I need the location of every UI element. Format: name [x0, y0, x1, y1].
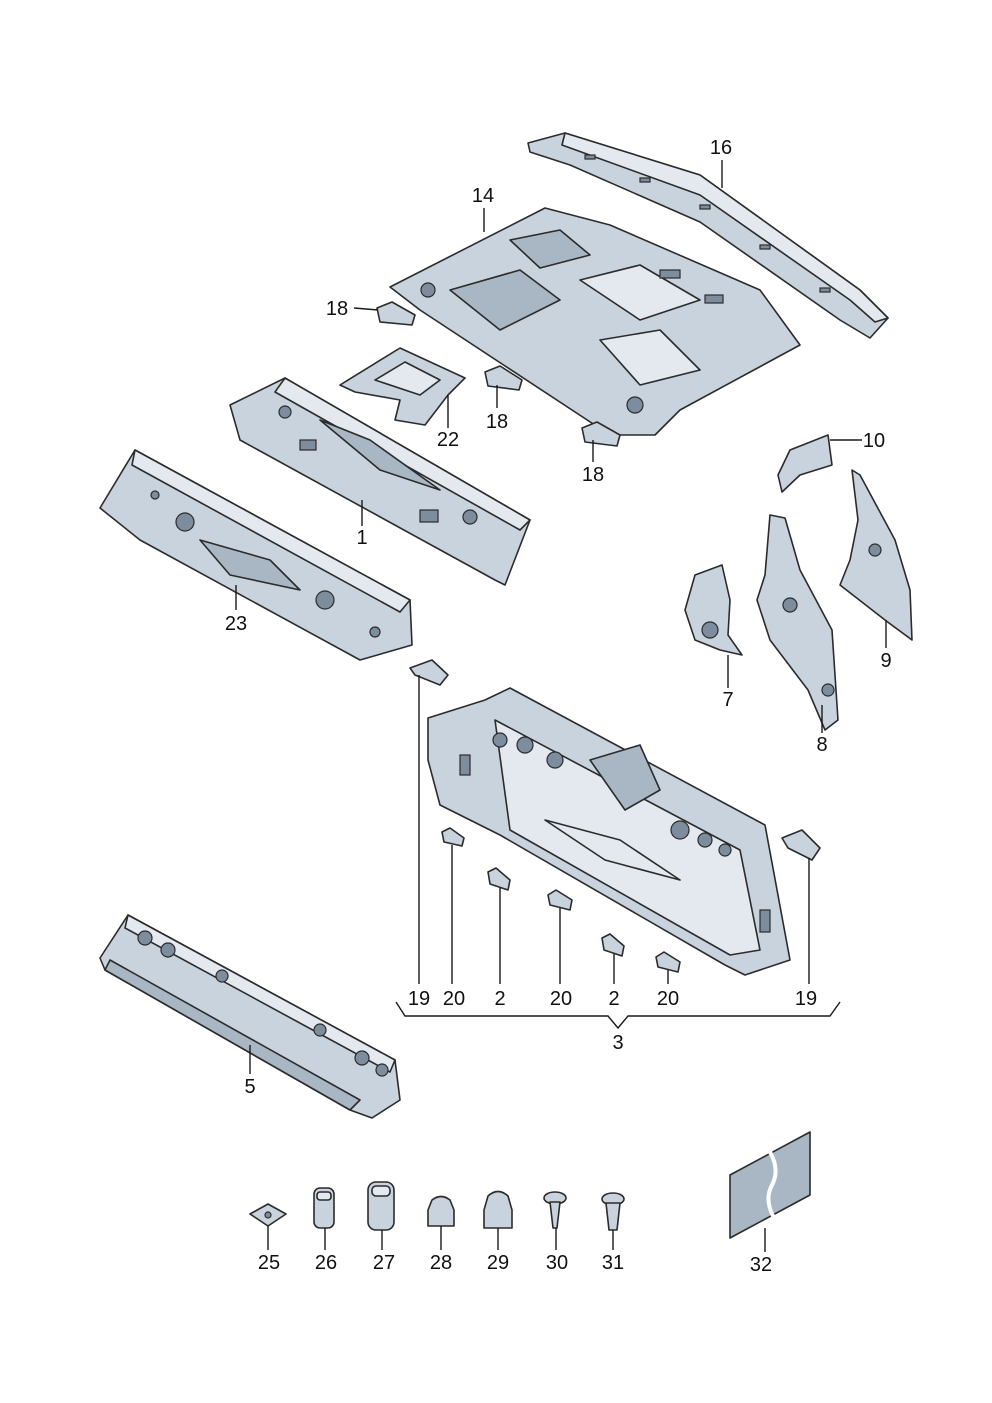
- part-2-clip-b: [601, 933, 625, 957]
- part-28-cap-nut: [427, 1195, 455, 1227]
- part-18-bracket-b: [484, 365, 523, 391]
- part-30-screw: [543, 1191, 567, 1229]
- part-31-clip: [601, 1192, 625, 1231]
- part-8-panel: [756, 514, 839, 731]
- callout-1: 1: [356, 527, 367, 549]
- callout-27: 27: [373, 1252, 395, 1274]
- part-18-bracket-a: [376, 301, 416, 326]
- callout-14: 14: [472, 185, 494, 207]
- callout-31: 31: [602, 1252, 624, 1274]
- callout-23: 23: [225, 613, 247, 635]
- part-22-bracket: [339, 347, 466, 426]
- callout-18-b: 18: [486, 411, 508, 433]
- part-1-cross-member: [229, 377, 531, 586]
- part-23-floor-rail: [99, 449, 413, 661]
- part-32-mat: [729, 1131, 811, 1239]
- callout-28: 28: [430, 1252, 452, 1274]
- part-3-rear-panel: [427, 687, 791, 976]
- part-16-rail: [527, 132, 889, 339]
- callout-22: 22: [437, 429, 459, 451]
- leader-lines: [235, 160, 887, 1252]
- part-14-shelf: [389, 207, 801, 436]
- callout-18-a: 18: [326, 298, 348, 320]
- part-27-plug: [367, 1181, 395, 1231]
- callout-9: 9: [880, 650, 891, 672]
- callout-20-b: 20: [550, 988, 572, 1010]
- part-18-bracket-c: [581, 421, 621, 447]
- callout-18-c: 18: [582, 464, 604, 486]
- callout-32: 32: [750, 1254, 772, 1276]
- callout-29: 29: [487, 1252, 509, 1274]
- part-25-nut-plate: [249, 1203, 287, 1227]
- part-7-housing: [684, 564, 743, 656]
- part-20-clip-c: [655, 951, 681, 973]
- callout-20-a: 20: [443, 988, 465, 1010]
- part-9-bracket: [839, 469, 913, 641]
- part-10-bracket: [777, 434, 833, 493]
- callout-19-a: 19: [408, 988, 430, 1010]
- part-20-clip-a: [441, 827, 465, 847]
- callout-16: 16: [710, 137, 732, 159]
- callout-26: 26: [315, 1252, 337, 1274]
- part-19-bracket-b: [781, 829, 821, 861]
- part-19-bracket-a: [409, 659, 449, 686]
- callout-7: 7: [722, 689, 733, 711]
- callout-19-b: 19: [795, 988, 817, 1010]
- callout-8: 8: [816, 734, 827, 756]
- part-2-clip-a: [487, 867, 511, 891]
- callout-3: 3: [612, 1032, 623, 1054]
- callout-5: 5: [244, 1076, 255, 1098]
- part-5-lower-member: [99, 914, 401, 1119]
- callout-2-b: 2: [608, 988, 619, 1010]
- callout-20-c: 20: [657, 988, 679, 1010]
- part-20-clip-b: [547, 889, 573, 911]
- part-26-plug: [313, 1187, 335, 1229]
- callout-labels: 16 14 18 18 18 22 1 23 10 9 7 8 19 20 2 …: [225, 137, 892, 1276]
- callout-10: 10: [863, 430, 885, 452]
- callout-30: 30: [546, 1252, 568, 1274]
- callout-2-a: 2: [494, 988, 505, 1010]
- part-29-cap-nut: [483, 1190, 513, 1229]
- callout-25: 25: [258, 1252, 280, 1274]
